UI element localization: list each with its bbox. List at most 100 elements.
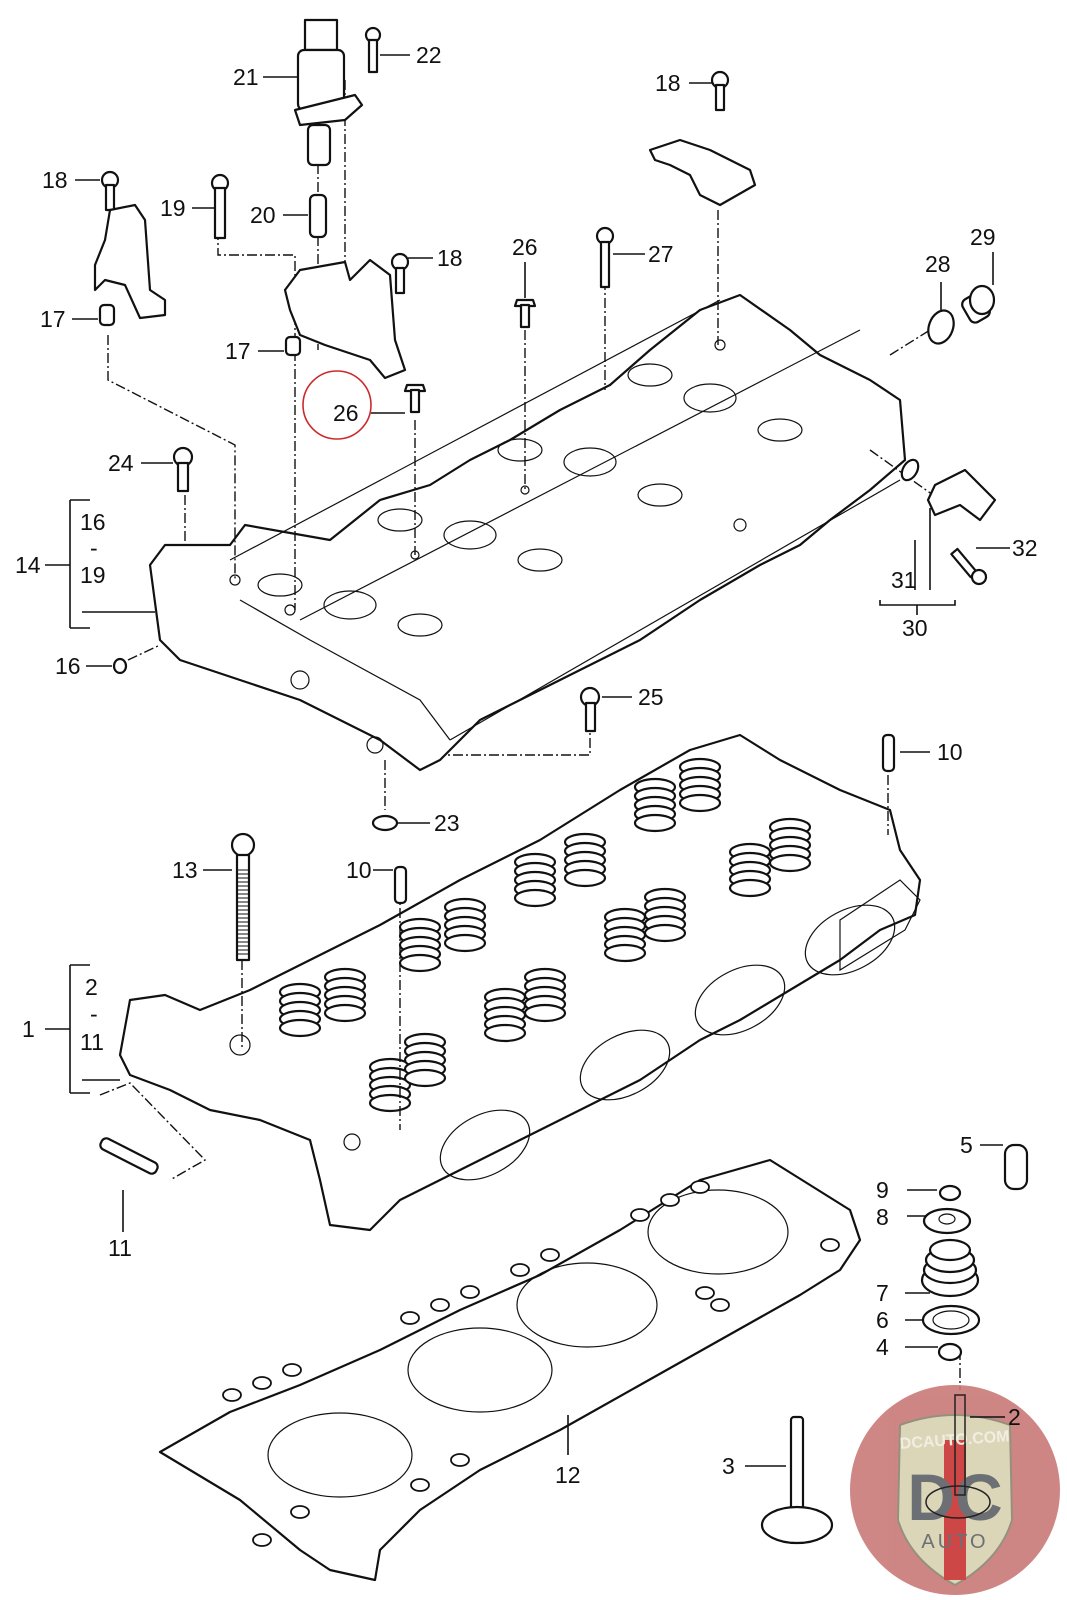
callout-26-highlighted[interactable]: 26 <box>333 400 359 426</box>
callout-19[interactable]: 19 <box>160 195 186 221</box>
callout-3[interactable]: 3 <box>722 1453 735 1479</box>
callout-leaders <box>45 54 1010 1467</box>
callout-18-mid[interactable]: 18 <box>437 245 463 271</box>
callout-22[interactable]: 22 <box>416 42 442 68</box>
part-10-dowel-a <box>881 733 896 773</box>
gasket-hole <box>410 1478 430 1492</box>
gasket-hole <box>460 1285 480 1299</box>
callout-5[interactable]: 5 <box>960 1132 973 1158</box>
valve-spring-coil <box>443 933 487 953</box>
callout-21[interactable]: 21 <box>233 64 259 90</box>
callout-31[interactable]: 31 <box>891 567 917 593</box>
callout-11[interactable]: 11 <box>108 1235 132 1261</box>
valve-spring-coil <box>633 813 677 833</box>
valve-springs <box>278 757 812 1113</box>
callout-30[interactable]: 30 <box>902 615 928 641</box>
group-14-to: 19 <box>80 562 106 588</box>
callout-27[interactable]: 27 <box>648 241 674 267</box>
part-bearing-cap-top <box>648 138 757 207</box>
valve-spring-coil <box>483 1023 527 1043</box>
part-22-bolt <box>364 26 382 74</box>
group-14-dash: - <box>90 535 98 561</box>
valve-spring-coil <box>563 868 607 888</box>
callout-1[interactable]: 1 <box>22 1016 35 1042</box>
callout-18-left[interactable]: 18 <box>42 167 68 193</box>
callout-10-right[interactable]: 10 <box>937 739 963 765</box>
part-2-valve <box>925 1394 991 1519</box>
valve-spring-coil <box>768 853 812 873</box>
gasket-hole <box>290 1505 310 1519</box>
part-24-bolt <box>172 446 194 493</box>
callout-17-left[interactable]: 17 <box>40 306 66 332</box>
callout-29[interactable]: 29 <box>970 224 996 250</box>
part-9-keeper <box>938 1184 962 1202</box>
part-18-bolt-mid <box>390 252 410 295</box>
assembly-lines <box>99 80 961 1390</box>
valve-spring-coil <box>643 923 687 943</box>
callout-14[interactable]: 14 <box>15 552 41 578</box>
part-30-sensor <box>926 468 997 522</box>
part-cam-bridge <box>283 258 407 380</box>
callout-6[interactable]: 6 <box>876 1307 889 1333</box>
part-4-stem-seal <box>937 1342 963 1362</box>
callout-20[interactable]: 20 <box>250 202 276 228</box>
gasket-hole <box>252 1376 272 1390</box>
gasket-hole <box>660 1193 680 1207</box>
gasket-hole <box>252 1533 272 1547</box>
callout-7[interactable]: 7 <box>876 1280 889 1306</box>
valve-spring-coil <box>403 1068 447 1088</box>
part-26-bolt-b <box>403 383 427 414</box>
part-bearing-cap-left <box>93 203 167 320</box>
callout-4[interactable]: 4 <box>876 1334 889 1360</box>
callout-16[interactable]: 16 <box>55 653 81 679</box>
callout-26-upper[interactable]: 26 <box>512 234 538 260</box>
part-25-bolt <box>579 686 601 733</box>
gasket-hole <box>690 1180 710 1194</box>
callout-labels: 21 22 18 19 20 18 17 17 26 26 27 18 28 2… <box>15 42 1038 1488</box>
callout-13[interactable]: 13 <box>172 857 198 883</box>
callout-2[interactable]: 2 <box>1008 1404 1021 1430</box>
part-5-tappet <box>1003 1143 1029 1191</box>
part-21-solenoid <box>293 18 364 167</box>
callout-24[interactable]: 24 <box>108 450 134 476</box>
valve-spring-coil <box>278 1018 322 1038</box>
callout-12[interactable]: 12 <box>555 1462 581 1488</box>
cam-carrier-housing <box>148 293 907 772</box>
gasket-hole <box>695 1286 715 1300</box>
gasket-hole <box>400 1311 420 1325</box>
callout-9[interactable]: 9 <box>876 1177 889 1203</box>
gasket-hole <box>630 1208 650 1222</box>
gasket-hole <box>710 1298 730 1312</box>
part-28-seal <box>927 309 955 345</box>
callout-28[interactable]: 28 <box>925 251 951 277</box>
valve-spring-coil <box>323 1003 367 1023</box>
part-17-dowel-mid <box>284 335 302 357</box>
callout-17-mid[interactable]: 17 <box>225 338 251 364</box>
valve-spring-coil <box>523 1003 567 1023</box>
group-1-from: 2 <box>85 974 98 1000</box>
part-11-stud <box>99 1137 159 1175</box>
gasket-hole <box>450 1453 470 1467</box>
callout-18-top[interactable]: 18 <box>655 70 681 96</box>
part-26-bolt-a <box>513 298 537 329</box>
valve-spring-coil <box>513 888 557 908</box>
callout-25[interactable]: 25 <box>638 684 664 710</box>
part-17-dowel-left <box>98 303 116 327</box>
part-10-dowel-b <box>393 865 408 905</box>
part-7-spring <box>920 1238 980 1298</box>
callout-10-left[interactable]: 10 <box>346 857 372 883</box>
callout-32[interactable]: 32 <box>1012 535 1038 561</box>
valve-spring-coil <box>398 953 442 973</box>
callout-23[interactable]: 23 <box>434 810 460 836</box>
gasket-hole <box>820 1238 840 1252</box>
logo-sub-text: AUTO <box>921 1531 988 1553</box>
part-16-plug <box>112 657 128 675</box>
callout-8[interactable]: 8 <box>876 1204 889 1230</box>
part-18-bolt-top <box>710 70 730 112</box>
part-29-plug <box>961 284 996 324</box>
small-parts <box>93 18 1029 1545</box>
part-32-bolt <box>950 547 988 586</box>
gasket-hole <box>282 1363 302 1377</box>
valve-spring-coil <box>678 793 722 813</box>
